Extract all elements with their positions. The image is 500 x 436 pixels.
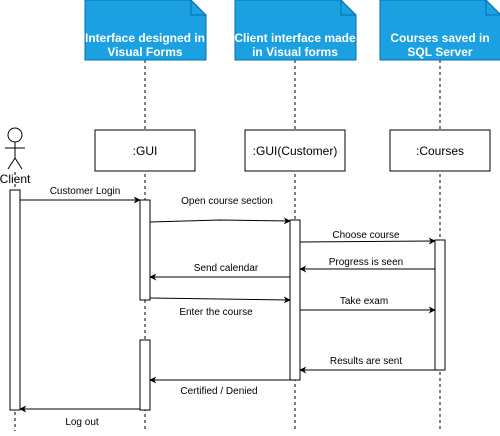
activation-gui-2: [139, 339, 151, 411]
box-customer-label: :GUI(Customer): [253, 144, 338, 158]
msg-label-take-exam: Take exam: [340, 296, 388, 307]
msg-label-send-calendar: Send calendar: [194, 263, 259, 274]
msg-label-progress-is-seen: Progress is seen: [329, 257, 403, 268]
box-gui: :GUI: [94, 129, 196, 172]
activation-courses: [434, 239, 446, 371]
actor-icon: [5, 127, 25, 170]
msg-arrow-choose-course: [299, 237, 436, 245]
note-gui-line1: Interface designed in: [85, 31, 205, 45]
box-courses-label: :Courses: [416, 144, 464, 158]
msg-label-log-out: Log out: [65, 417, 99, 428]
msg-label-certified-denied: Certified / Denied: [180, 386, 257, 397]
note-gui-line2: Visual Forms: [107, 45, 182, 59]
msg-label-enter-the-course: Enter the course: [179, 307, 253, 318]
note-courses-line2: SQL Server: [407, 45, 472, 59]
activation-customer: [289, 219, 301, 381]
note-gui: Interface designed in Visual Forms: [84, 0, 207, 61]
note-customer-line1: Client interface made: [234, 31, 356, 45]
activation-client: [9, 189, 21, 411]
actor-label: Client: [0, 172, 31, 186]
msg-arrow-open-course-section: [149, 217, 291, 225]
note-customer-line2: in Visual forms: [252, 45, 338, 59]
box-courses: :Courses: [389, 129, 491, 172]
note-courses: Courses saved in SQL Server: [379, 0, 500, 61]
box-gui-label: :GUI: [133, 144, 158, 158]
msg-label-customer-login: Customer Login: [50, 186, 121, 197]
note-courses-line1: Courses saved in: [390, 31, 489, 45]
box-customer: :GUI(Customer): [244, 129, 346, 172]
msg-label-results-are-sent: Results are sent: [330, 356, 402, 367]
msg-arrow-enter-the-course: [149, 296, 291, 304]
msg-label-open-course-section: Open course section: [181, 196, 273, 207]
activation-gui-1: [139, 199, 151, 301]
msg-label-choose-course: Choose course: [332, 230, 400, 241]
note-customer: Client interface made in Visual forms: [234, 0, 357, 61]
